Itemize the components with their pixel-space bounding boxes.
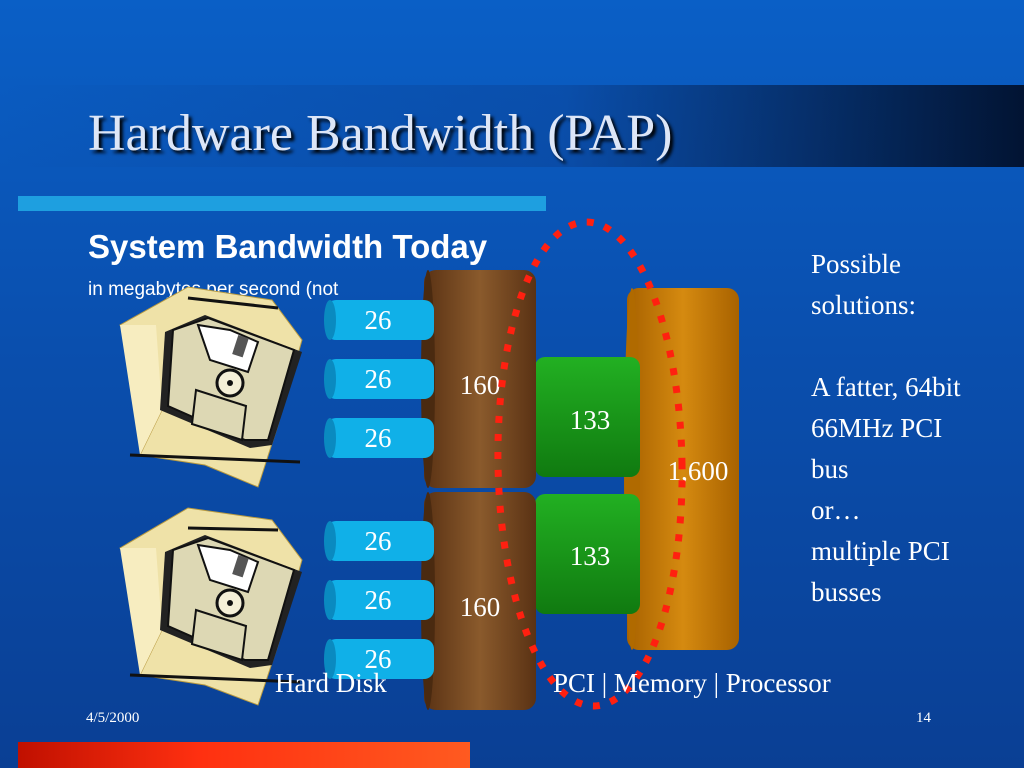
subtitle: System Bandwidth Today — [88, 228, 488, 265]
disk-link-5-value: 26 — [365, 585, 392, 615]
controller-1-value: 160 — [460, 370, 501, 400]
floppy-disk-icon — [119, 286, 303, 488]
hard-disk-label: Hard Disk — [275, 668, 387, 698]
pci-bus-2 — [535, 494, 640, 614]
side-line: Possible — [811, 249, 902, 279]
memory-value: 1,600 — [668, 456, 729, 486]
side-line: busses — [811, 577, 882, 607]
title-band — [0, 85, 1024, 167]
disk-link-4 — [324, 521, 434, 561]
caption: in megabytes per second (not — [88, 279, 339, 300]
pci-bus-1 — [535, 357, 640, 477]
side-line: A fatter, 64bit — [811, 372, 961, 402]
side-line: solutions: — [811, 290, 917, 320]
floppy-disk-icon — [119, 507, 303, 706]
disk-link-4-value: 26 — [365, 526, 392, 556]
side-line: bus — [811, 454, 849, 484]
disk-link-2 — [324, 359, 434, 399]
disk-link-5 — [324, 580, 434, 620]
disk-link-3-value: 26 — [365, 423, 392, 453]
disk-link-6-value: 26 — [365, 644, 392, 674]
pci-memory-processor-label: PCI | Memory | Processor — [553, 668, 831, 698]
disk-link-1-value: 26 — [365, 305, 392, 335]
title-rule — [18, 196, 546, 211]
possible-solutions-text: Possible solutions: A fatter, 64bit 66MH… — [811, 244, 1016, 613]
footer-date: 4/5/2000 — [86, 710, 140, 726]
side-line: multiple PCI — [811, 536, 950, 566]
disk-link-2-value: 26 — [365, 364, 392, 394]
pci-bus-1-value: 133 — [570, 405, 611, 435]
page-title: Hardware Bandwidth (PAP) — [88, 105, 673, 162]
pci-bus-2-value: 133 — [570, 541, 611, 571]
disk-link-3 — [324, 418, 434, 458]
disk-link-6 — [324, 639, 434, 679]
disk-link-1 — [324, 300, 434, 340]
footer-bar — [18, 742, 470, 768]
controller-2-value: 160 — [460, 592, 501, 622]
highlight-ellipse — [494, 218, 686, 710]
side-line: 66MHz PCI — [811, 413, 943, 443]
footer-page-number: 14 — [916, 710, 931, 726]
side-line: or… — [811, 495, 861, 525]
